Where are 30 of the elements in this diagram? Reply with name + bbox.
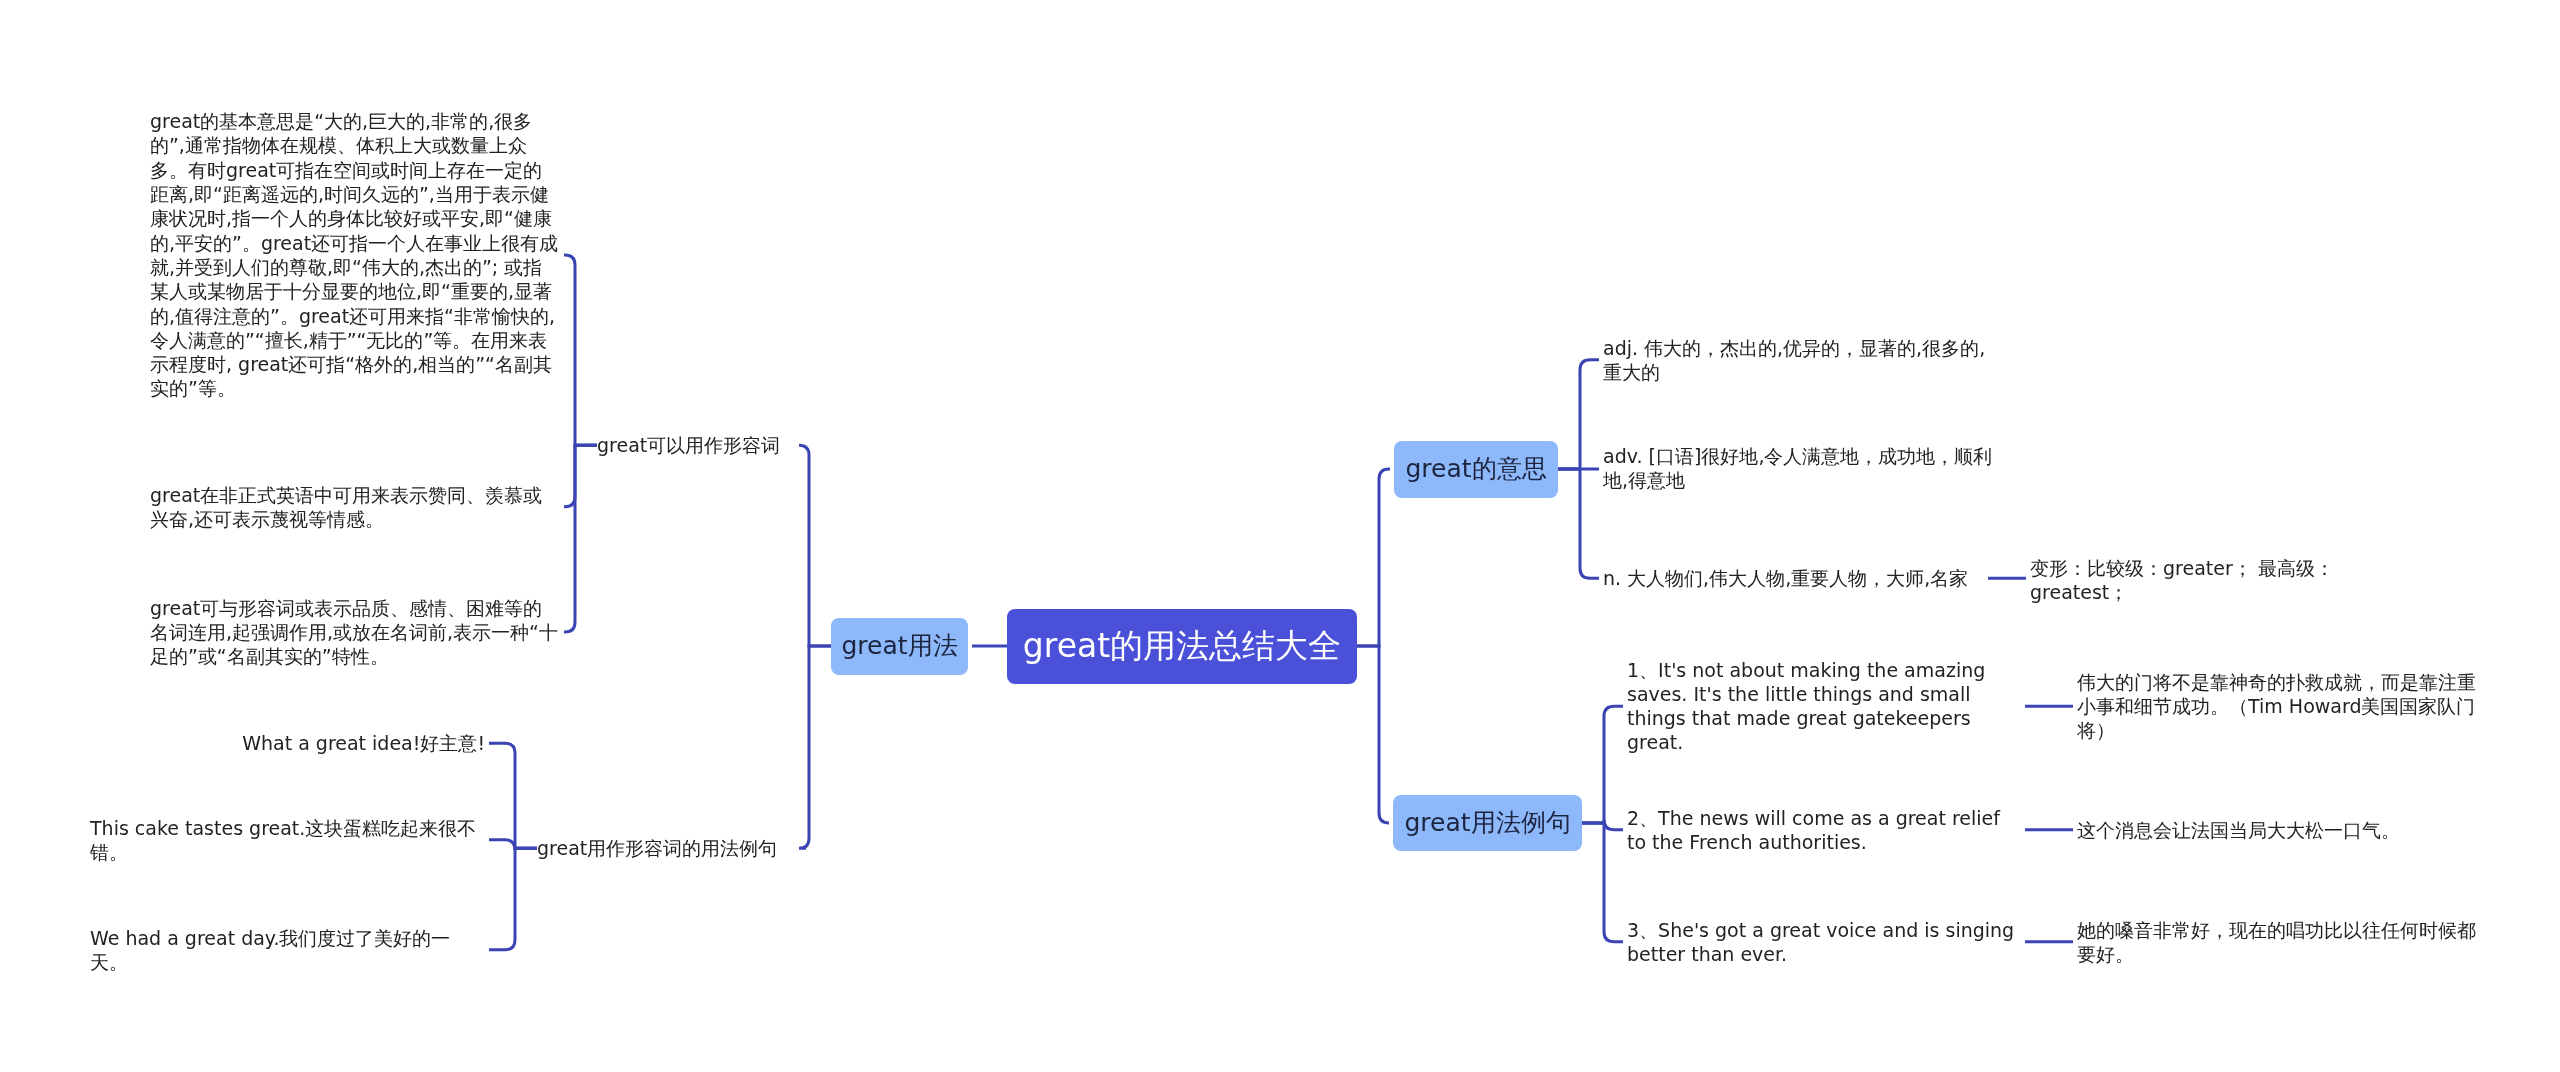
- connector-line: [972, 644, 1007, 648]
- branch-text: n. 大人物们,伟大人物,重要人物，大师,名家: [1603, 566, 1988, 591]
- topic-box: great用法例句: [1393, 795, 1582, 851]
- topic-box: great用法: [831, 617, 968, 675]
- branch-text: adj. 伟大的，杰出的,优异的，显著的,很多的,重大的: [1603, 335, 1993, 385]
- connector-line: [797, 644, 831, 850]
- branch-text: great在非正式英语中可用来表示赞同、羡慕或兴奋,还可表示蔑视等情感。: [150, 482, 560, 532]
- branch-text: 2、The news will come as a great relief to the French authorities.: [1627, 805, 2025, 855]
- branch-text: adv. [口语]很好地,令人满意地，成功地，顺利地,得意地: [1603, 443, 1993, 493]
- connector-line: [2025, 940, 2073, 944]
- branch-text: We had a great day.我们度过了美好的一天。: [90, 925, 485, 975]
- branch-text: great可以用作形容词: [597, 433, 797, 458]
- connector-line: [2025, 704, 2073, 708]
- branch-text: 3、She's got a great voice and is singing better than ever.: [1627, 917, 2025, 967]
- connector-line: [2025, 828, 2073, 832]
- branch-text: great可与形容词或表示品质、感情、困难等的名词连用,起强调作用,或放在名词前,表示一种“十足的”或“名副其实的”特性。: [150, 595, 560, 669]
- branch-text: 她的嗓音非常好，现在的唱功比以往任何时候都要好。: [2077, 917, 2477, 967]
- branch-text: 变形：比较级：greater； 最高级：greatest；: [2030, 555, 2420, 605]
- branch-text: What a great idea!好主意!: [90, 731, 485, 756]
- branch-text: 1、It's not about making the amazing saves. It's the little things and small things that made great gatekeepers great.: [1627, 657, 2025, 755]
- central-topic-box: great的用法总结大全: [1007, 608, 1357, 684]
- branch-text: 伟大的门将不是靠神奇的扑救成就，而是靠注重小事和细节成功。（Tim Howard美国国家队门将）: [2077, 669, 2477, 743]
- branch-text: great用作形容词的用法例句: [537, 836, 802, 861]
- branch-text: great的基本意思是“大的,巨大的,非常的,很多的”,通常指物体在规模、体积上大或数量上众多。有时great可指在空间或时间上存在一定的距离,即“距离遥远的,时间久远的”,当用于表示健康状况时,指一个人的身体比较好或平安,即“健康的,平安的”。great还可指一个人在事业上很有成就,并受到人们的尊敬,即“伟大的,杰出的”; 或指某人或某物居于十分显要的地位,即“重要的,显著的,值得注意的”。great还可用来指“非常愉快的,令人满意的”“擅长,精于”“无比的”等。在用来表示程度时, great还可指“格外的,相当的”“名副其实的”等。: [150, 109, 560, 401]
- topic-box: great的意思: [1394, 440, 1558, 498]
- connector-line: [1357, 644, 1391, 825]
- branch-text: 这个消息会让法国当局大大松一口气。: [2077, 818, 2477, 843]
- branch-text: This cake tastes great.这块蛋糕吃起来很不错。: [90, 815, 485, 865]
- connector-line: [563, 443, 597, 634]
- connector-line: [1988, 576, 2026, 580]
